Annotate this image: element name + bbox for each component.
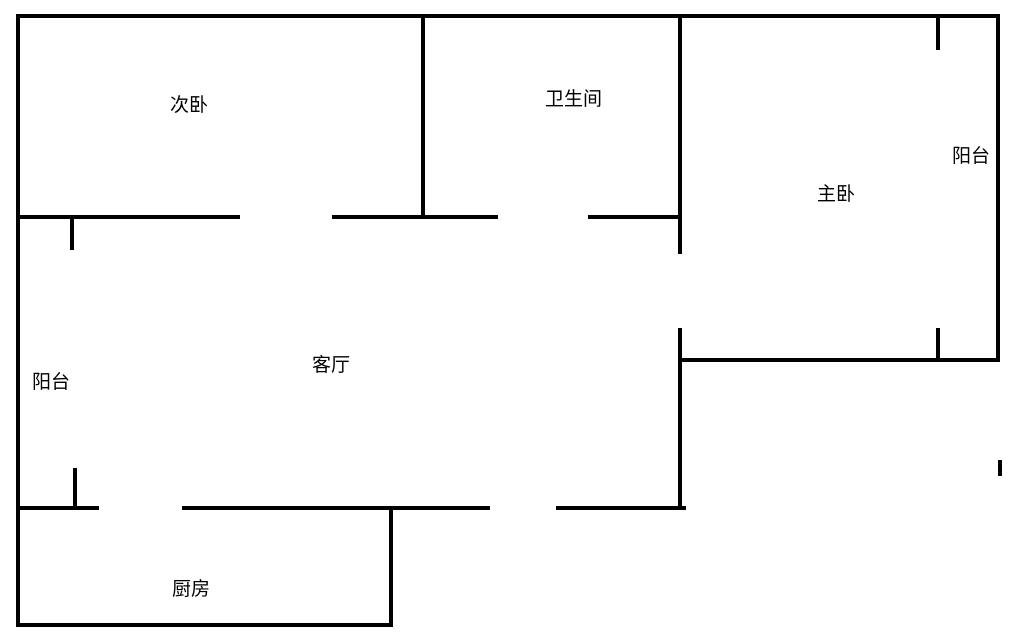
label-second-bedroom: 次卧 bbox=[170, 94, 209, 116]
label-bathroom: 卫生间 bbox=[545, 88, 603, 110]
label-balcony-west: 阳台 bbox=[32, 371, 71, 393]
label-balcony-east: 阳台 bbox=[952, 145, 991, 167]
label-living-room: 客厅 bbox=[312, 354, 351, 376]
label-kitchen: 厨房 bbox=[172, 578, 211, 600]
label-master-bedroom: 主卧 bbox=[817, 183, 856, 205]
